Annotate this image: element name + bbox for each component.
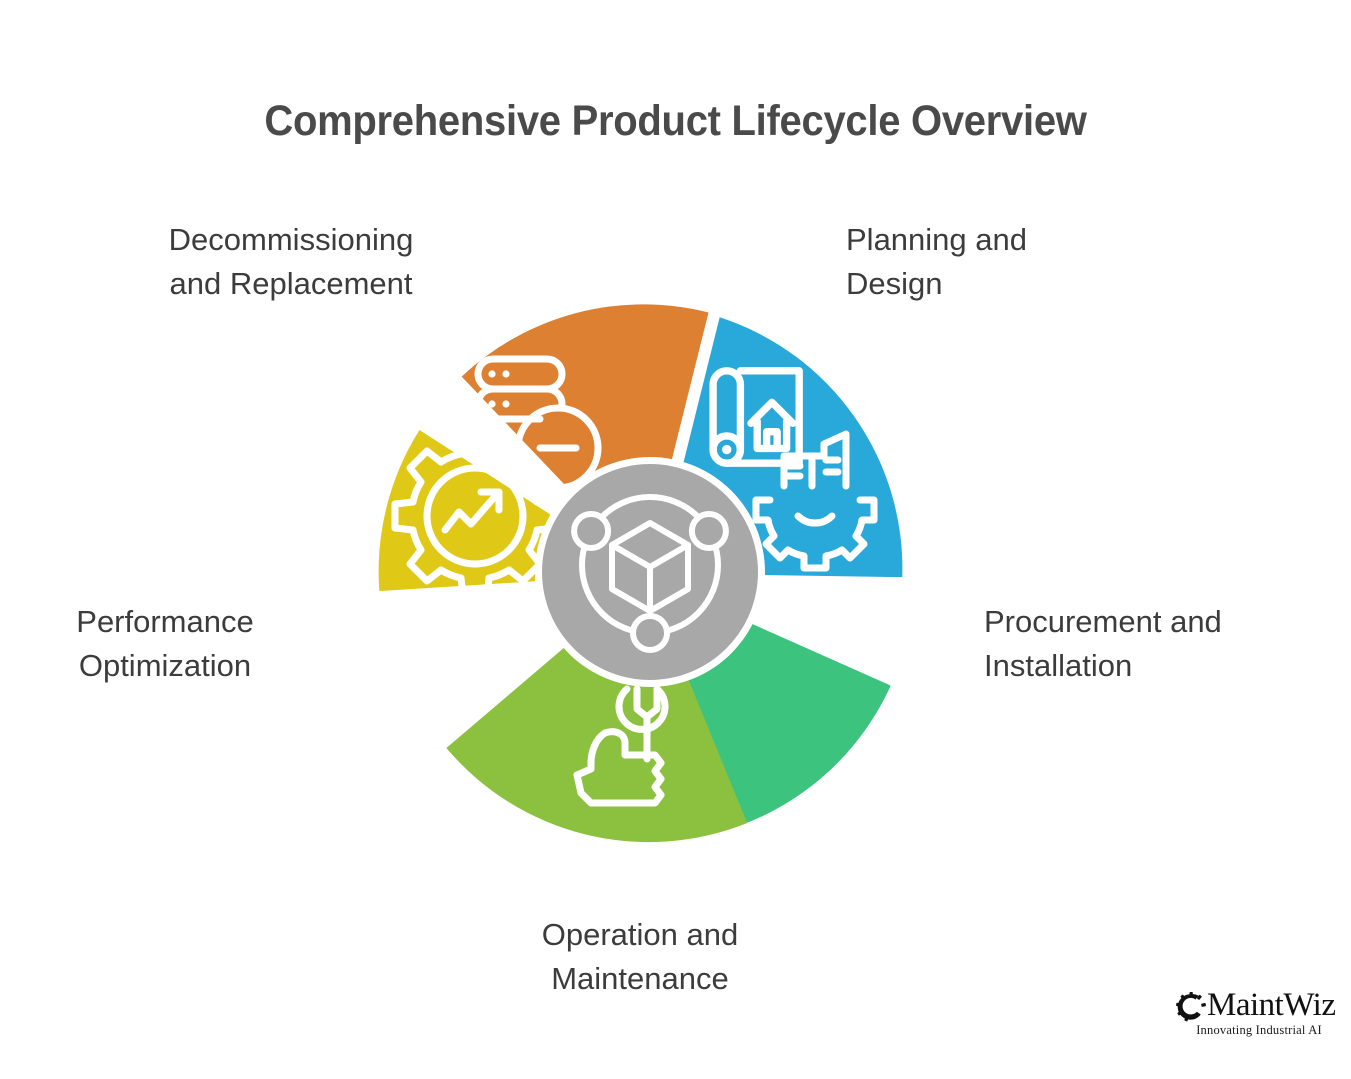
segment-label-decommissioning: Decommissioning and Replacement	[168, 222, 414, 302]
lifecycle-wheel-diagram	[300, 222, 1000, 922]
gear-building-icon	[752, 430, 878, 572]
hand-wrench-icon	[573, 685, 669, 807]
page-title: Comprehensive Product Lifecycle Overview	[264, 96, 1087, 145]
gear-c-icon	[1176, 992, 1206, 1022]
segment-label-operation: Operation and Maintenance	[541, 917, 739, 997]
segment-label-performance: Performance Optimization	[76, 604, 254, 684]
brand-name: MaintWiz	[1207, 987, 1336, 1023]
gear-chart-icon	[391, 432, 559, 600]
blueprint-house-icon	[709, 367, 803, 467]
lifecycle-hub[interactable]	[535, 457, 765, 687]
brand-tagline: Innovating Industrial AI	[1196, 1023, 1322, 1037]
server-minus-icon	[474, 355, 602, 492]
brand-logo[interactable]: MaintWiz Innovating Industrial AI	[1176, 986, 1336, 1044]
segment-label-planning: Planning and Design	[846, 222, 1027, 302]
segment-label-procurement: Procurement and Installation	[984, 604, 1222, 684]
